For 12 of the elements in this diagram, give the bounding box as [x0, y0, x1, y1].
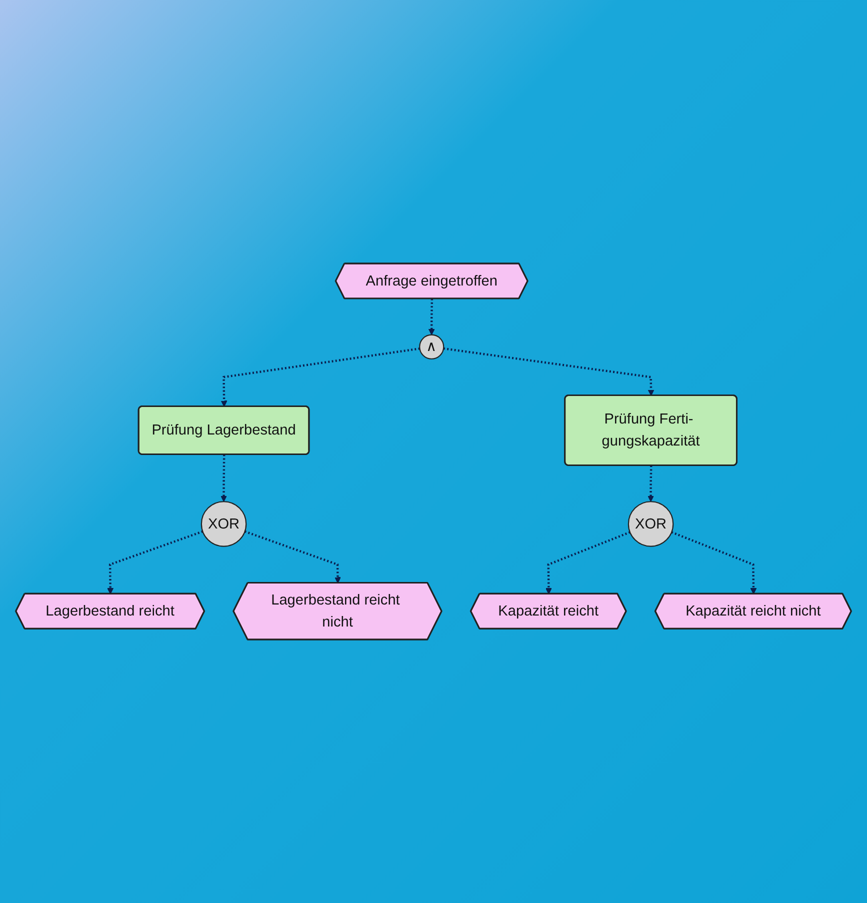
- arrow: [220, 454, 227, 502]
- arrow: [545, 531, 630, 594]
- arrow: [244, 530, 341, 584]
- arrow: [428, 298, 435, 336]
- node-circle: XOR: [200, 501, 247, 547]
- node-circle: ∧: [419, 334, 444, 360]
- arrow: [443, 347, 654, 396]
- arrow: [220, 348, 420, 407]
- arrow: [671, 531, 757, 594]
- node-circle: XOR: [628, 501, 674, 547]
- arrow: [648, 466, 654, 502]
- arrow: [107, 530, 204, 594]
